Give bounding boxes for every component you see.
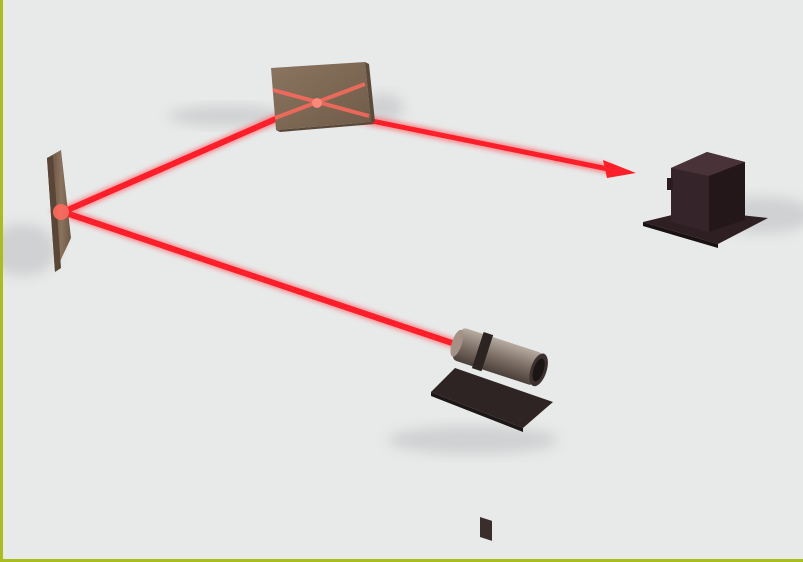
mirror-icon xyxy=(47,150,71,272)
arrow-head-icon xyxy=(603,160,636,178)
floor-shadows xyxy=(3,94,803,454)
detector-icon xyxy=(643,152,768,248)
beam-mirror-to-plate xyxy=(60,104,306,215)
laser-icon xyxy=(431,328,553,541)
beam-splitter-icon xyxy=(271,62,375,132)
optical-setup-illustration xyxy=(3,62,803,541)
laser-beams xyxy=(49,101,636,350)
beam-laser-to-mirror xyxy=(60,209,461,348)
laser-base xyxy=(431,368,553,428)
